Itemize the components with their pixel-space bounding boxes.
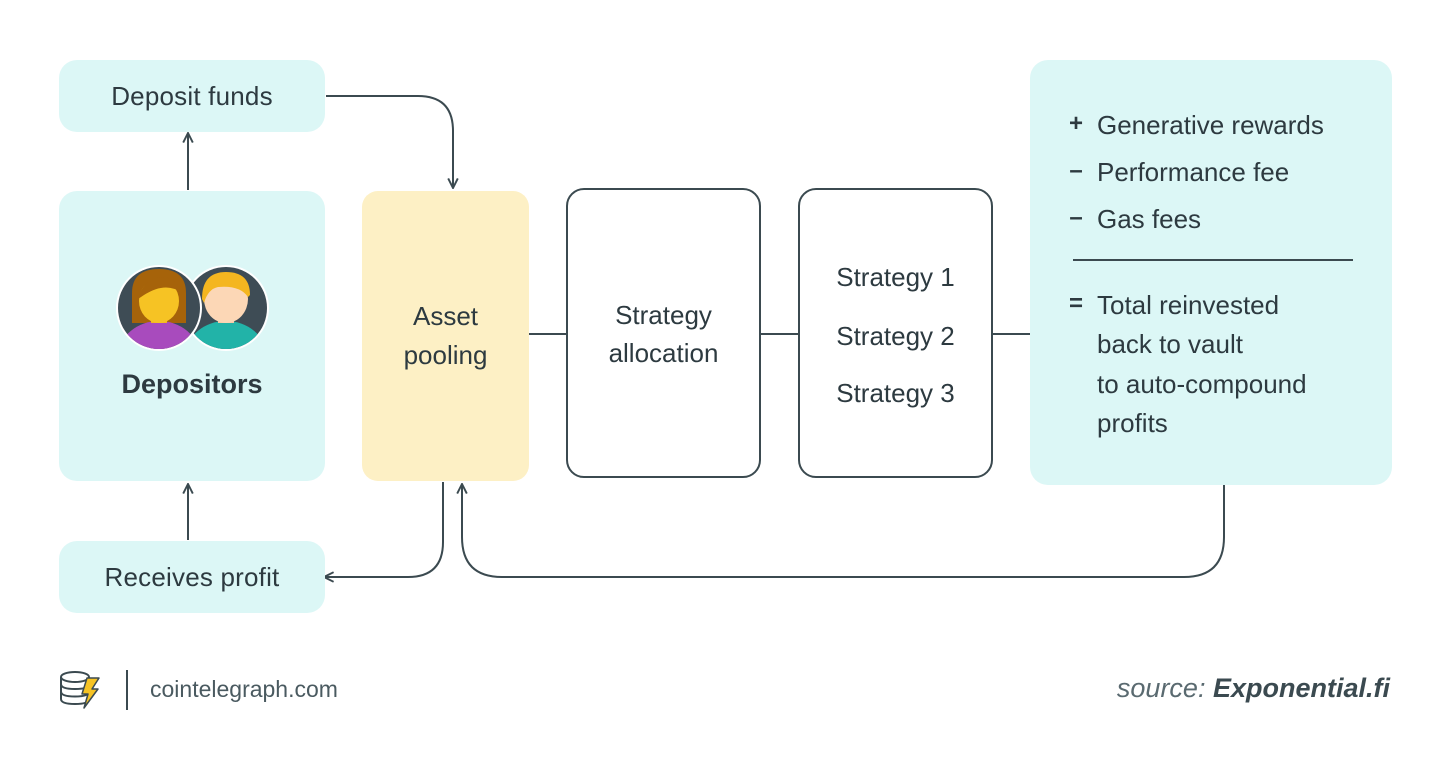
arrow-pooling-to-profit (324, 482, 444, 577)
source-prefix: source: (1116, 673, 1206, 703)
op-plus: + (1068, 110, 1083, 137)
result-total-line: to auto-compound (1097, 369, 1307, 399)
strategy-item: Strategy 2 (836, 321, 955, 351)
receives-profit-box: Receives profit (59, 541, 325, 613)
result-item-rewards: Generative rewards (1097, 110, 1324, 140)
result-total-line: profits (1097, 408, 1168, 438)
source-credit: source: Exponential.fi (1117, 673, 1390, 704)
receives-profit-label: Receives profit (104, 561, 280, 592)
asset-pooling-label-line2: pooling (403, 340, 488, 370)
result-total-line: Total reinvested (1097, 290, 1280, 320)
strategy-allocation-label-line2: allocation (608, 338, 719, 368)
strategy-allocation-label-line1: Strategy (615, 300, 712, 330)
asset-pooling-label-line1: Asset (412, 301, 479, 331)
op-minus: – (1069, 204, 1083, 231)
deposit-funds-label: Deposit funds (111, 80, 273, 111)
op-equals: = (1068, 290, 1083, 317)
op-minus: – (1069, 157, 1083, 184)
result-divider (1073, 259, 1353, 261)
strategy-allocation-box: Strategy allocation (566, 188, 761, 478)
asset-pooling-box: Asset pooling (362, 191, 529, 481)
strategy-item: Strategy 1 (836, 262, 955, 292)
depositor-avatar-icon (116, 265, 269, 351)
source-name: Exponential.fi (1212, 673, 1390, 703)
cointelegraph-logo-icon (60, 671, 100, 709)
depositors-label: Depositors (121, 369, 263, 399)
result-item-performance-fee: Performance fee (1097, 157, 1290, 187)
strategies-box: Strategy 1 Strategy 2 Strategy 3 (798, 188, 993, 478)
deposit-funds-box: Deposit funds (59, 60, 325, 132)
footer-divider (126, 670, 128, 710)
strategy-item: Strategy 3 (836, 378, 955, 408)
arrow-result-to-pooling (462, 484, 1225, 578)
depositors-box: Depositors (59, 191, 325, 481)
result-box: + Generative rewards – Performance fee –… (1030, 60, 1392, 485)
site-name: cointelegraph.com (150, 676, 338, 702)
result-item-gas-fees: Gas fees (1097, 204, 1202, 234)
arrow-deposit-to-pooling (326, 95, 453, 188)
result-total-line: back to vault (1097, 329, 1243, 359)
